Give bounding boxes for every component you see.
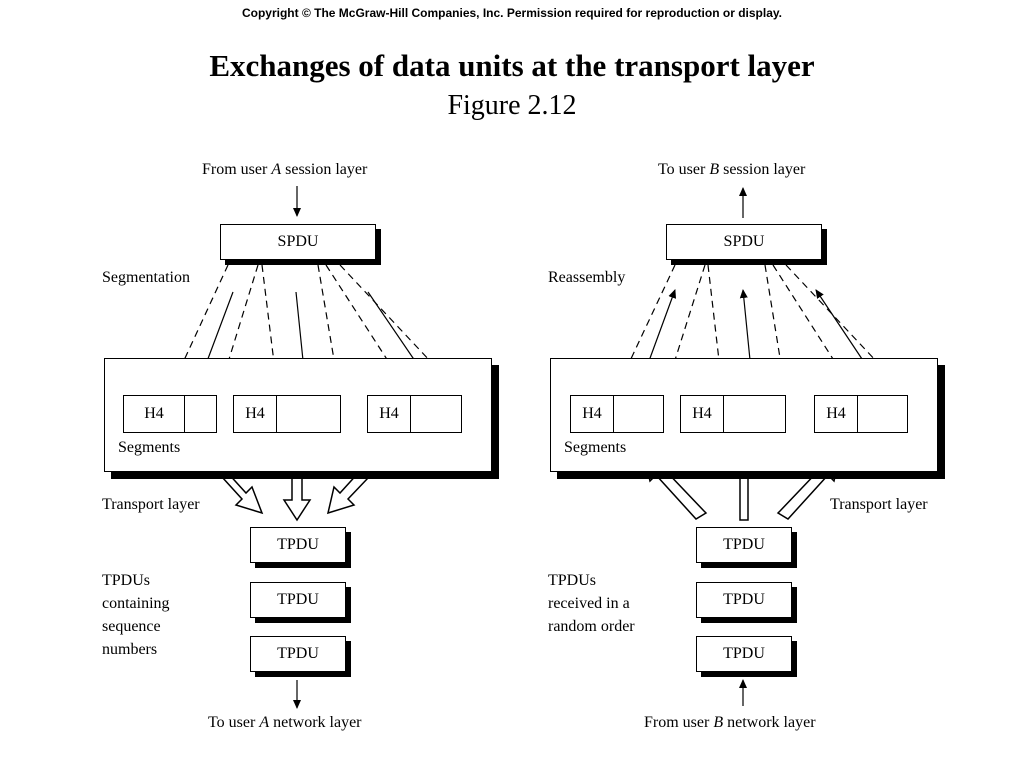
figure-number: Figure 2.12 <box>447 90 577 121</box>
tpdu-label: TPDU <box>723 591 765 608</box>
left-spdu-label: SPDU <box>277 233 319 250</box>
tpdu-label: TPDU <box>277 536 319 553</box>
right-tpdu-1: TPDU <box>696 527 792 563</box>
left-segments-label: Segments <box>118 439 181 456</box>
right-reassembly-label: Reassembly <box>548 269 626 286</box>
left-tpdu-2: TPDU <box>250 582 346 618</box>
segment-header: H4 <box>368 396 411 432</box>
tpdu-label: TPDU <box>723 536 765 553</box>
right-segment-2: H4 <box>680 395 786 433</box>
right-bottom-label: From user B network layer <box>644 714 816 731</box>
right-top-label: To user B session layer <box>658 161 806 178</box>
segment-header: H4 <box>815 396 858 432</box>
tpdu-label: TPDU <box>277 591 319 608</box>
figure-title: Exchanges of data units at the transport… <box>209 48 815 83</box>
segment-header: H4 <box>681 396 724 432</box>
left-top-label: From user A session layer <box>202 161 368 178</box>
right-tpdu-2: TPDU <box>696 582 792 618</box>
left-segment-1: H4 <box>123 395 217 433</box>
right-transport-layer-label: Transport layer <box>830 496 928 513</box>
right-spdu-label: SPDU <box>723 233 765 250</box>
left-segment-3: H4 <box>367 395 462 433</box>
left-bottom-label: To user A network layer <box>208 714 362 731</box>
tpdu-label: TPDU <box>723 645 765 662</box>
segment-header: H4 <box>571 396 614 432</box>
right-segment-3: H4 <box>814 395 908 433</box>
left-tpdu-3: TPDU <box>250 636 346 672</box>
left-tpdu-1: TPDU <box>250 527 346 563</box>
segment-header: H4 <box>124 396 185 432</box>
right-segment-1: H4 <box>570 395 664 433</box>
left-spdu-box: SPDU <box>220 224 376 260</box>
right-tpdu-note: TPDUs received in a random order <box>548 572 635 635</box>
left-segment-2: H4 <box>233 395 341 433</box>
left-transport-layer-label: Transport layer <box>102 496 200 513</box>
left-segmentation-label: Segmentation <box>102 269 190 286</box>
tpdu-label: TPDU <box>277 645 319 662</box>
right-segments-label: Segments <box>564 439 627 456</box>
right-spdu-box: SPDU <box>666 224 822 260</box>
copyright-notice: Copyright © The McGraw-Hill Companies, I… <box>241 6 783 20</box>
right-tpdu-3: TPDU <box>696 636 792 672</box>
left-tpdu-note: TPDUs containing sequence numbers <box>102 572 170 658</box>
segment-header: H4 <box>234 396 277 432</box>
